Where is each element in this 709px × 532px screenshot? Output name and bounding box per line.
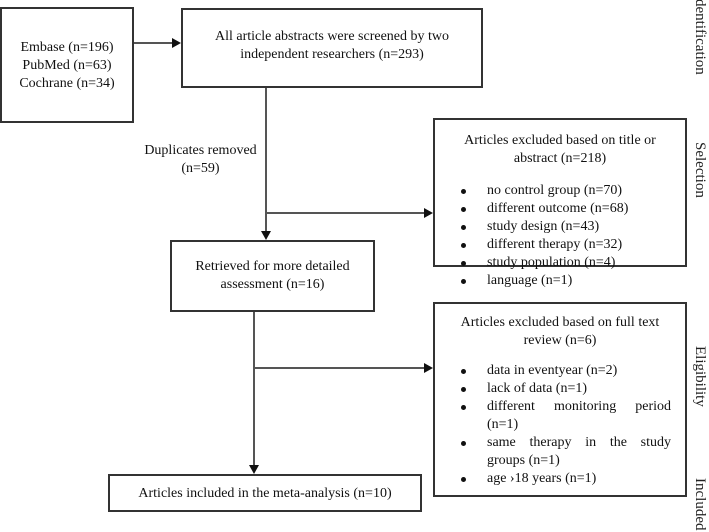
- excluded-fulltext-list: data in eventyear (n=2) lack of data (n=…: [435, 362, 685, 488]
- list-item: no control group (n=70): [457, 182, 671, 200]
- retrieved-box: Retrieved for more detailed assessment (…: [170, 240, 375, 312]
- list-item: different therapy (n=32): [457, 236, 671, 254]
- list-item: data in eventyear (n=2): [457, 362, 671, 380]
- arrowhead-icon: [261, 231, 271, 240]
- screened-box: All article abstracts were screened by t…: [181, 8, 483, 88]
- connector-screened-retrieved: [265, 88, 267, 232]
- duplicates-removed-label: Duplicates removed (n=59): [138, 142, 263, 178]
- list-item: same therapy in the study groups (n=1): [457, 434, 671, 470]
- connector-retrieved-included: [253, 312, 255, 466]
- stage-label-included: Included: [692, 478, 708, 531]
- source-embase: Embase (n=196): [20, 40, 114, 55]
- stage-label-selection: Selection: [692, 142, 708, 198]
- arrowhead-icon: [424, 363, 433, 373]
- source-pubmed: PubMed (n=63): [22, 58, 112, 73]
- included-box: Articles included in the meta-analysis (…: [108, 474, 422, 512]
- arrowhead-icon: [249, 465, 259, 474]
- stage-label-eligibility: Eligibility: [692, 346, 708, 407]
- list-item: study design (n=43): [457, 218, 671, 236]
- arrowhead-icon: [424, 208, 433, 218]
- screened-text: All article abstracts were screened by t…: [214, 29, 449, 62]
- excluded-title-list: no control group (n=70) different outcom…: [435, 182, 685, 290]
- connector-to-excluded-title: [265, 212, 425, 214]
- retrieved-text: Retrieved for more detailed assessment (…: [195, 259, 350, 292]
- arrowhead-icon: [172, 38, 181, 48]
- list-item: study population (n=4): [457, 254, 671, 272]
- excluded-fulltext-box: Articles excluded based on full text rev…: [433, 302, 687, 497]
- list-item: different monitoring period (n=1): [457, 398, 671, 434]
- included-text: Articles included in the meta-analysis (…: [138, 486, 392, 501]
- list-item: lack of data (n=1): [457, 380, 671, 398]
- connector-sources-screened: [134, 42, 174, 44]
- source-cochrane: Cochrane (n=34): [19, 76, 115, 91]
- list-item: language (n=1): [457, 272, 671, 290]
- list-item: age ›18 years (n=1): [457, 470, 671, 488]
- excluded-fulltext-heading: Articles excluded based on full text rev…: [460, 315, 660, 348]
- list-item: different outcome (n=68): [457, 200, 671, 218]
- duplicates-line2: (n=59): [181, 161, 220, 176]
- connector-to-excluded-fulltext: [253, 367, 425, 369]
- excluded-title-heading: Articles excluded based on title or abst…: [464, 133, 656, 166]
- excluded-title-box: Articles excluded based on title or abst…: [433, 118, 687, 288]
- stage-label-identification: Identification: [692, 0, 708, 75]
- duplicates-line1: Duplicates removed: [144, 143, 257, 158]
- sources-box: Embase (n=196) PubMed (n=63) Cochrane (n…: [0, 7, 134, 123]
